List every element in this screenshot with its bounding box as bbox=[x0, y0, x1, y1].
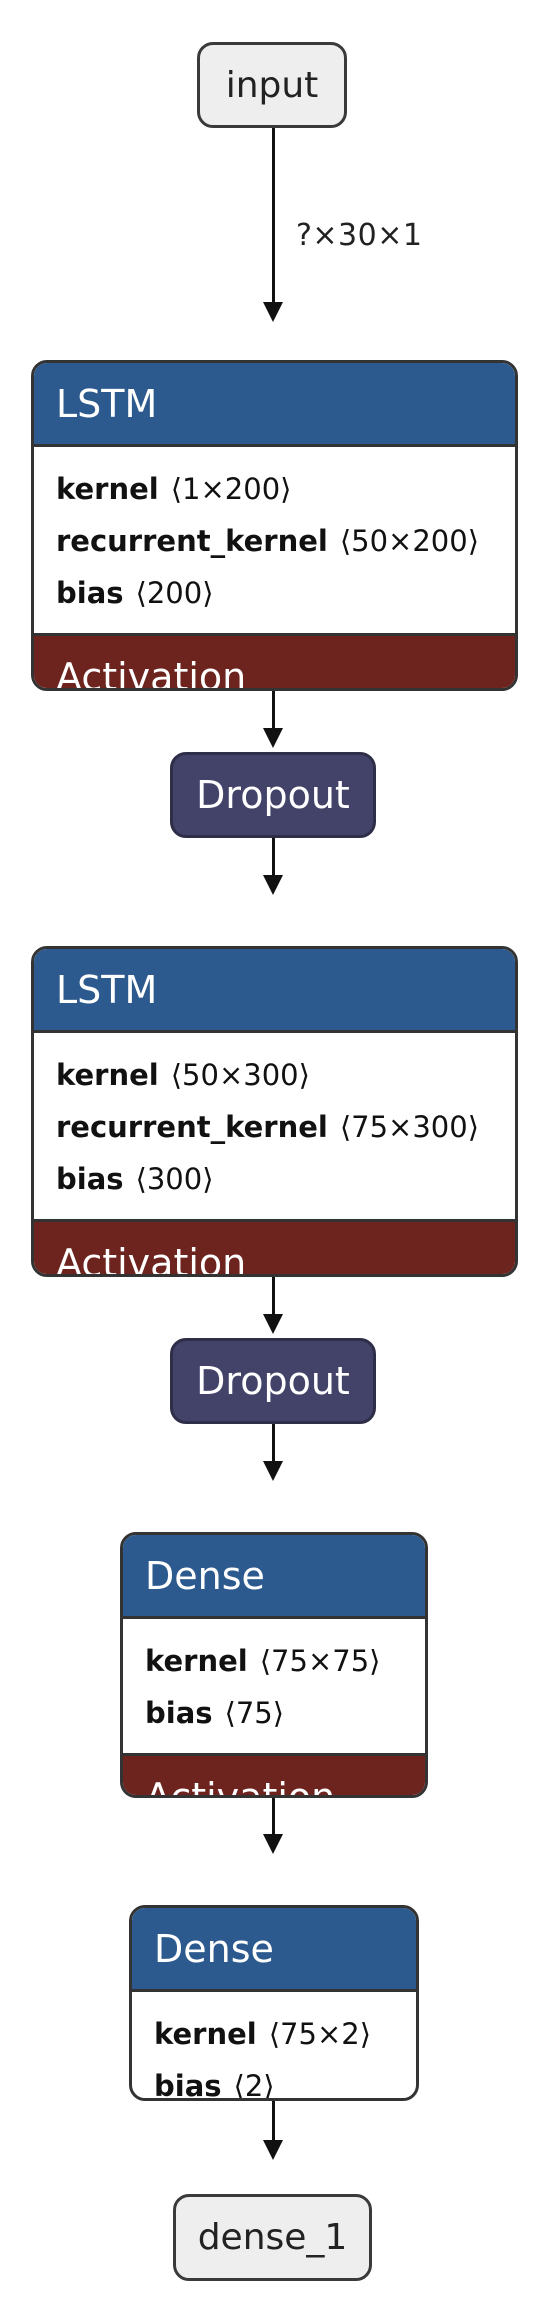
arrowhead-icon bbox=[263, 1314, 283, 1334]
edge-input-lstm1 bbox=[272, 127, 275, 302]
edge-lstm1-dropout1 bbox=[272, 690, 275, 728]
param-name: kernel bbox=[154, 2017, 257, 2051]
edge-dropout1-lstm2 bbox=[272, 838, 275, 875]
layer-params: kernel ⟨1×200⟩ recurrent_kernel ⟨50×200⟩ b… bbox=[34, 447, 515, 633]
param-row: bias ⟨300⟩ bbox=[56, 1153, 515, 1205]
arrowhead-icon bbox=[263, 728, 283, 748]
param-shape: ⟨1×200⟩ bbox=[170, 472, 292, 506]
output-node[interactable]: dense_1 bbox=[173, 2194, 372, 2281]
param-row: bias ⟨75⟩ bbox=[145, 1687, 425, 1739]
layer-title: LSTM bbox=[34, 949, 515, 1033]
layer-params: kernel ⟨75×2⟩ bias ⟨2⟩ bbox=[132, 1992, 416, 2101]
param-row: kernel ⟨75×2⟩ bbox=[154, 2008, 416, 2060]
param-shape: ⟨200⟩ bbox=[135, 576, 214, 610]
param-name: recurrent_kernel bbox=[56, 524, 328, 558]
param-shape: ⟨50×300⟩ bbox=[170, 1058, 310, 1092]
param-row: bias ⟨200⟩ bbox=[56, 567, 515, 619]
param-shape: ⟨300⟩ bbox=[135, 1162, 214, 1196]
param-name: kernel bbox=[145, 1644, 248, 1678]
param-shape: ⟨75×2⟩ bbox=[268, 2017, 372, 2051]
param-name: bias bbox=[56, 1162, 124, 1196]
layer-params: kernel ⟨75×75⟩ bias ⟨75⟩ bbox=[123, 1619, 425, 1753]
param-name: bias bbox=[145, 1696, 213, 1730]
param-name: recurrent_kernel bbox=[56, 1110, 328, 1144]
param-name: bias bbox=[154, 2069, 222, 2101]
param-row: kernel ⟨75×75⟩ bbox=[145, 1635, 425, 1687]
param-shape: ⟨75⟩ bbox=[224, 1696, 285, 1730]
dropout-node-1[interactable]: Dropout bbox=[170, 752, 376, 838]
activation-section: Activation bbox=[34, 1219, 515, 1274]
param-row: recurrent_kernel ⟨50×200⟩ bbox=[56, 515, 515, 567]
param-shape: ⟨2⟩ bbox=[233, 2069, 275, 2101]
param-row: kernel ⟨1×200⟩ bbox=[56, 463, 515, 515]
layer-title: Dense bbox=[132, 1908, 416, 1992]
layer-title: LSTM bbox=[34, 363, 515, 447]
param-shape: ⟨75×300⟩ bbox=[339, 1110, 480, 1144]
layer-params: kernel⟨50×300⟩ recurrent_kernel⟨75×300⟩ … bbox=[34, 1033, 515, 1219]
lstm-layer-1[interactable]: LSTM kernel ⟨1×200⟩ recurrent_kernel ⟨50×2… bbox=[31, 360, 518, 691]
arrowhead-icon bbox=[263, 2140, 283, 2160]
param-name: kernel bbox=[56, 1058, 159, 1092]
edge-shape-label: ?×30×1 bbox=[296, 218, 423, 253]
arrowhead-icon bbox=[263, 1461, 283, 1481]
param-row: recurrent_kernel ⟨75×300⟩ bbox=[56, 1101, 515, 1153]
layer-title: Dense bbox=[123, 1535, 425, 1619]
input-node[interactable]: input bbox=[197, 42, 347, 128]
dense-layer-1[interactable]: Dense kernel ⟨75×75⟩ bias ⟨75⟩ Activation bbox=[120, 1532, 428, 1798]
activation-section: Activation bbox=[123, 1753, 425, 1795]
edge-dropout2-dense1 bbox=[272, 1424, 275, 1461]
param-row: kernel ⟨50×300⟩ bbox=[56, 1049, 515, 1101]
dense-layer-2[interactable]: Dense kernel ⟨75×2⟩ bias ⟨2⟩ bbox=[129, 1905, 419, 2101]
param-shape: ⟨75×75⟩ bbox=[259, 1644, 381, 1678]
param-shape: ⟨50×200⟩ bbox=[339, 524, 480, 558]
param-row: bias ⟨2⟩ bbox=[154, 2060, 416, 2101]
param-name: bias bbox=[56, 576, 124, 610]
edge-dense2-output bbox=[272, 2100, 275, 2140]
dropout-node-2[interactable]: Dropout bbox=[170, 1338, 376, 1424]
arrowhead-icon bbox=[263, 302, 283, 322]
arrowhead-icon bbox=[263, 1834, 283, 1854]
edge-lstm2-dropout2 bbox=[272, 1276, 275, 1314]
edge-dense1-dense2 bbox=[272, 1798, 275, 1834]
activation-section: Activation bbox=[34, 633, 515, 688]
lstm-layer-2[interactable]: LSTM kernel ⟨50×300⟩ recurrent_kernel ⟨75×… bbox=[31, 946, 518, 1277]
arrowhead-icon bbox=[263, 875, 283, 895]
param-name: kernel bbox=[56, 472, 159, 506]
